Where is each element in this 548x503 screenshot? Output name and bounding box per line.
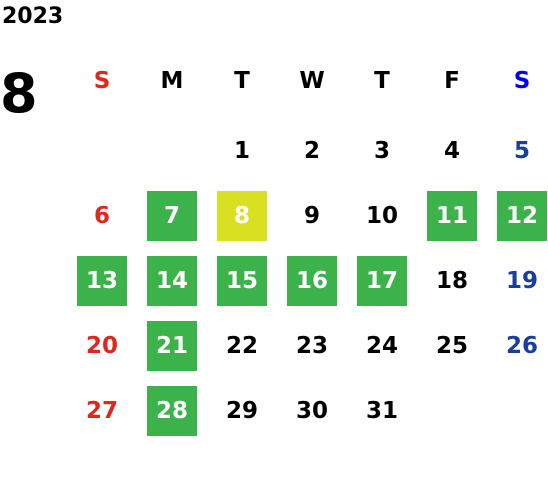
- month-number: 8: [0, 62, 38, 125]
- weekday-header-sunday: S: [93, 68, 111, 94]
- day-cell-24[interactable]: 24: [365, 333, 398, 359]
- day-cell-23[interactable]: 23: [295, 333, 328, 359]
- day-cell-13[interactable]: 13: [77, 256, 127, 306]
- day-cell-26[interactable]: 26: [505, 333, 538, 359]
- day-cell-28[interactable]: 28: [147, 386, 197, 436]
- day-cell-10[interactable]: 10: [365, 203, 398, 229]
- day-cell-3[interactable]: 3: [373, 138, 390, 164]
- weekday-header-friday: F: [444, 68, 460, 94]
- day-cell-27[interactable]: 27: [85, 398, 118, 424]
- day-cell-20[interactable]: 20: [85, 333, 118, 359]
- day-cell-18[interactable]: 18: [435, 268, 468, 294]
- weekday-header-tuesday: T: [234, 68, 250, 94]
- day-cell-6[interactable]: 6: [93, 203, 110, 229]
- day-cell-7[interactable]: 7: [147, 191, 197, 241]
- day-cell-17[interactable]: 17: [357, 256, 407, 306]
- day-cell-29[interactable]: 29: [225, 398, 258, 424]
- weekday-header-monday: M: [160, 68, 184, 94]
- day-cell-12[interactable]: 12: [497, 191, 547, 241]
- day-cell-9[interactable]: 9: [303, 203, 320, 229]
- day-cell-11[interactable]: 11: [427, 191, 477, 241]
- day-cell-31[interactable]: 31: [365, 398, 398, 424]
- day-cell-25[interactable]: 25: [435, 333, 468, 359]
- weekday-header-wednesday: W: [299, 68, 325, 94]
- day-cell-4[interactable]: 4: [443, 138, 460, 164]
- day-cell-16[interactable]: 16: [287, 256, 337, 306]
- day-cell-5[interactable]: 5: [513, 138, 530, 164]
- day-cell-8[interactable]: 8: [217, 191, 267, 241]
- day-cell-2[interactable]: 2: [303, 138, 320, 164]
- day-cell-30[interactable]: 30: [295, 398, 328, 424]
- weekday-header-thursday: T: [374, 68, 390, 94]
- day-cell-21[interactable]: 21: [147, 321, 197, 371]
- weekday-header-saturday: S: [513, 68, 531, 94]
- year-label: 2023: [2, 4, 64, 29]
- day-cell-19[interactable]: 19: [505, 268, 538, 294]
- day-cell-15[interactable]: 15: [217, 256, 267, 306]
- day-cell-1[interactable]: 1: [233, 138, 250, 164]
- day-cell-22[interactable]: 22: [225, 333, 258, 359]
- day-cell-14[interactable]: 14: [147, 256, 197, 306]
